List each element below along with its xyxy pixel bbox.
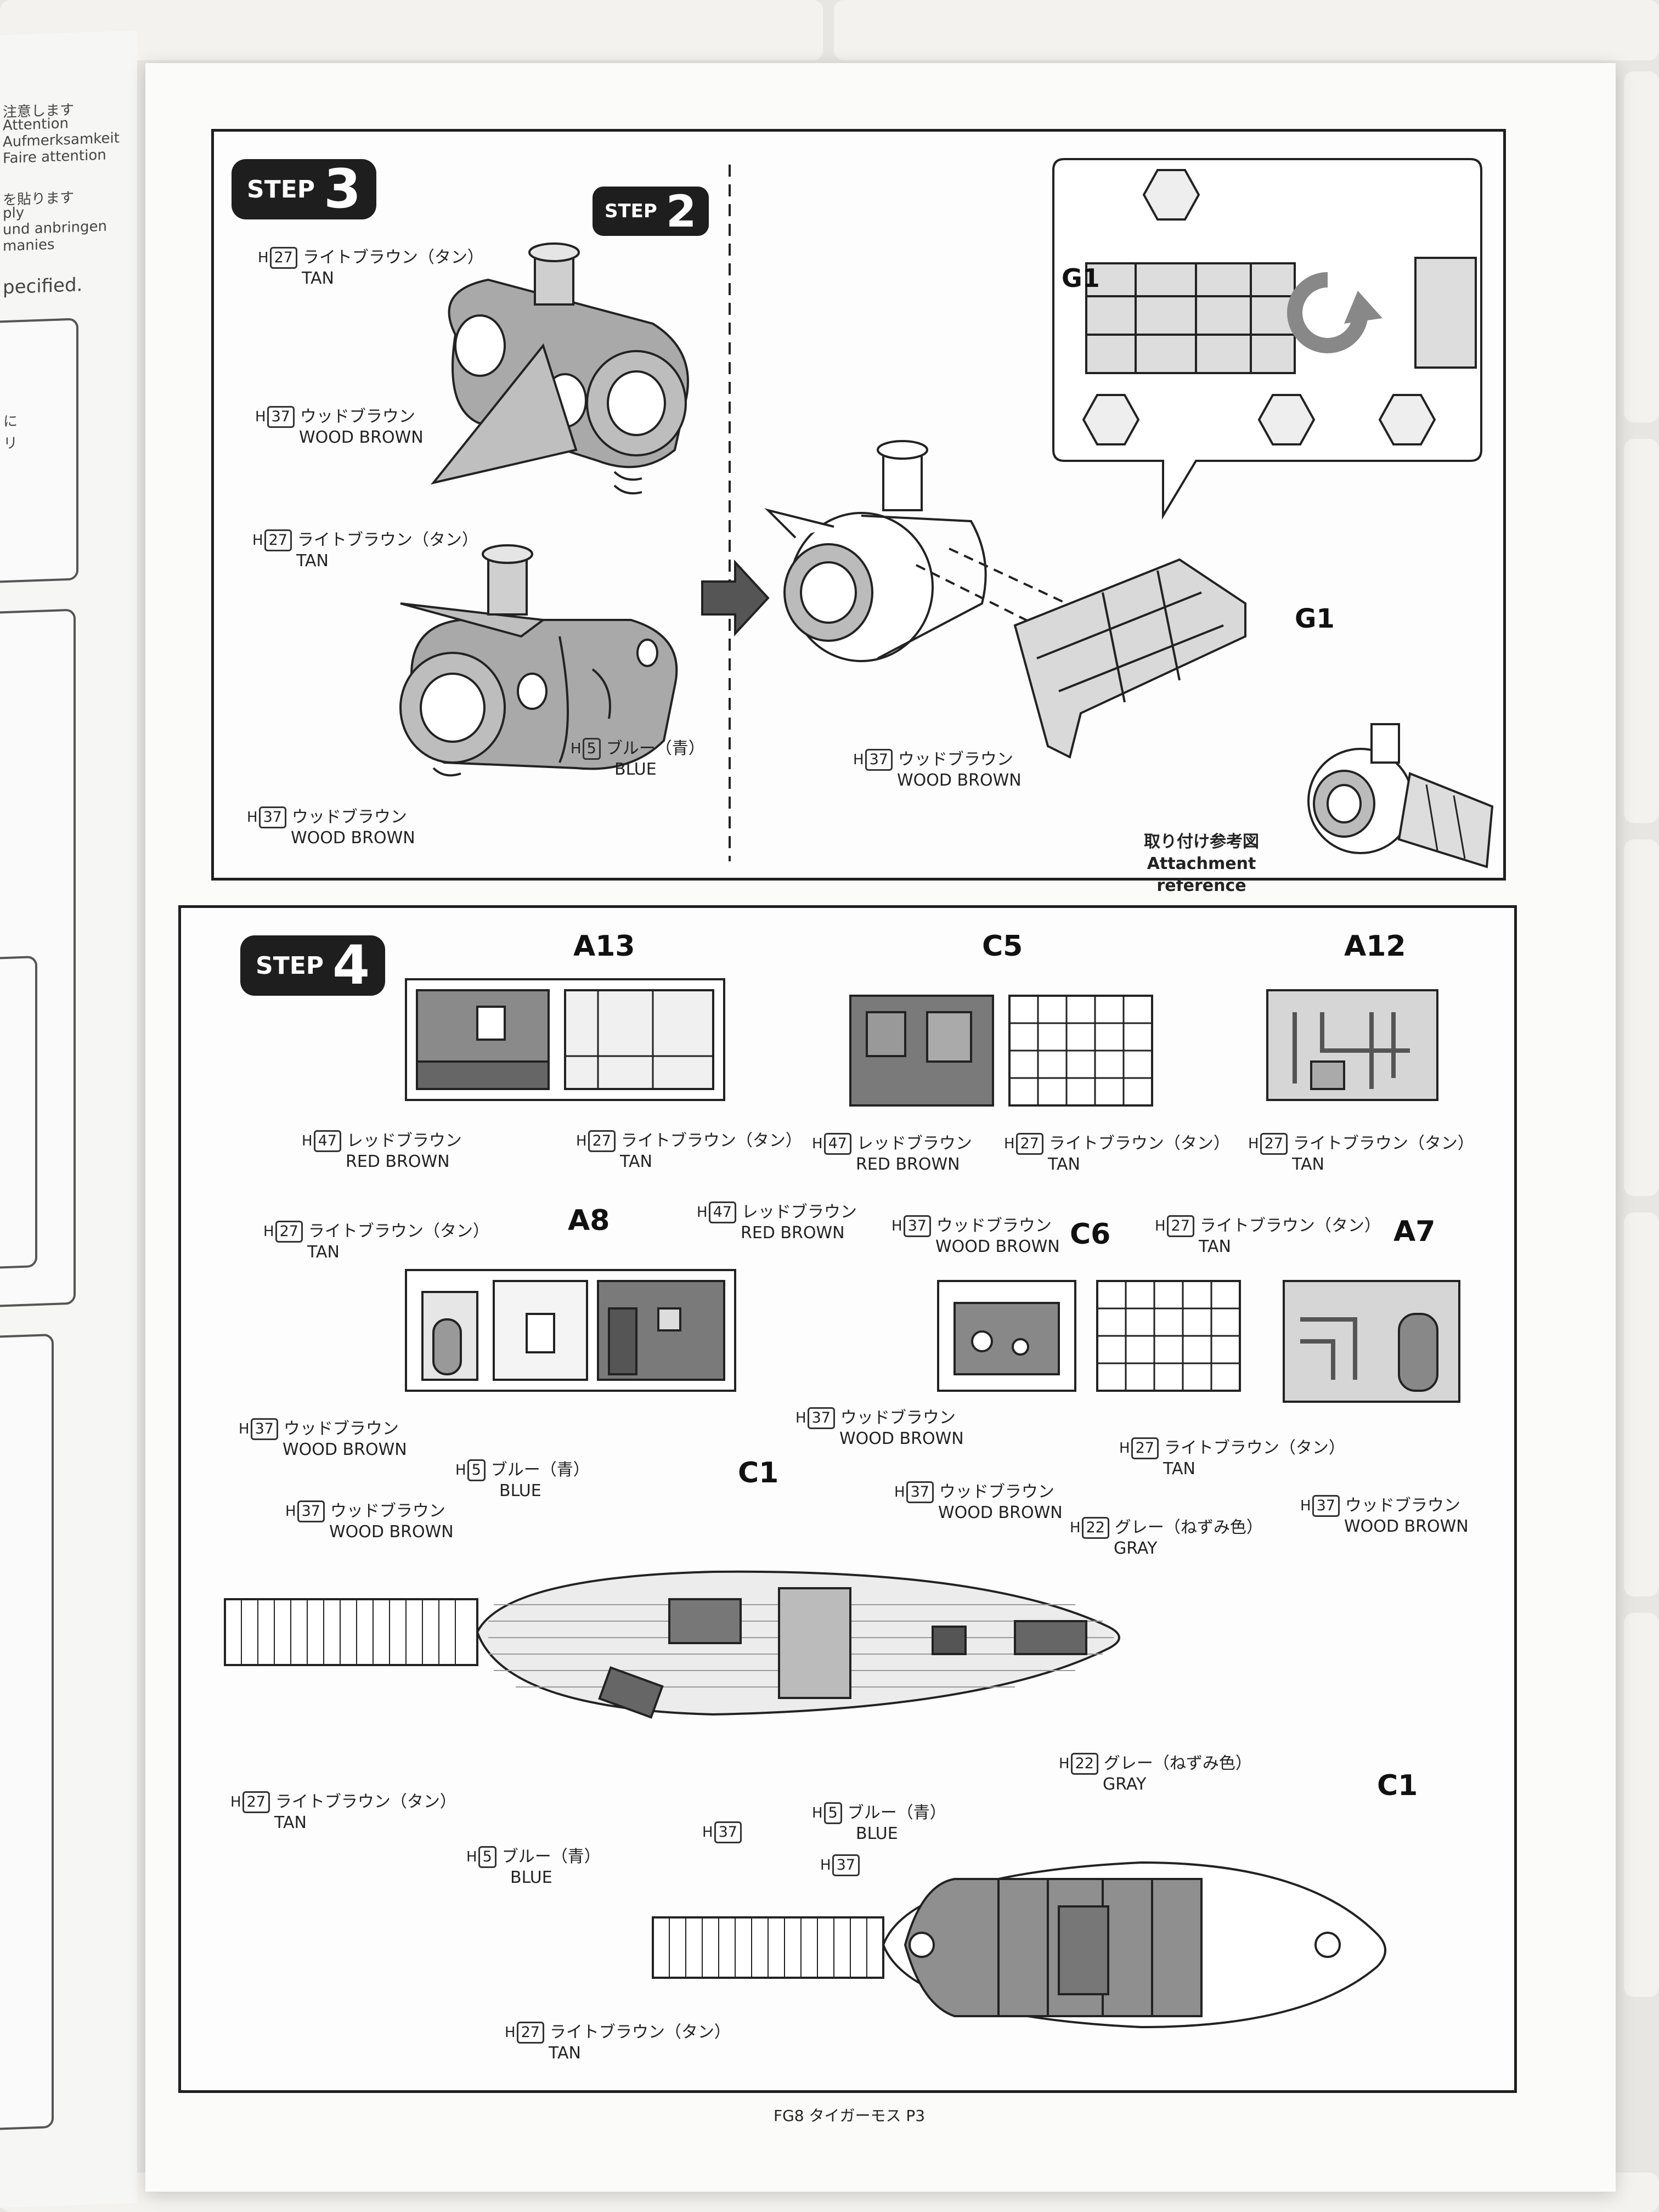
page-footer: FG8 タイガーモス P3 [774,2107,926,2125]
callout-box [1052,158,1482,520]
assembly-drawing [764,440,1246,759]
left-page-text: und anbringen [3,218,108,239]
part-a7-drawing [1283,1280,1460,1403]
left-page-text: Faire attention [3,146,106,167]
attachment-caption-jp: 取り付け参考図 [1144,832,1259,851]
left-page-text: manies [3,236,55,255]
left-page-text: リ [3,435,18,453]
part-a13-drawing [405,978,725,1101]
step-word: STEP [247,175,315,204]
part-label-c1: C1 [1377,1769,1418,1802]
attachment-caption: 取り付け参考図 Attachment reference [1108,831,1295,897]
part-label-a12: A12 [1344,930,1406,963]
step3-badge: STEP 3 [232,158,377,221]
wall-brick [1624,439,1659,823]
step-number: 3 [324,158,362,221]
cabin-upper-drawing [430,242,689,495]
left-page-box [0,955,37,1269]
arrow-right-icon [701,559,770,637]
instruction-sheet: STEP 3 STEP 2 [145,63,1616,2192]
part-a8-drawing [405,1269,736,1392]
part-label-a7: A7 [1393,1215,1436,1248]
left-page-box [0,1333,54,2131]
part-label-a8: A8 [568,1204,610,1237]
left-page-text: pecified. [3,274,83,299]
wall-brick [1624,1212,1659,1596]
cabin-lower-drawing [399,544,678,777]
part-c6-drawing [937,1280,1241,1392]
part-label-a13: A13 [573,930,635,963]
left-page-text: Attention [3,115,69,134]
part-label-c6: C6 [1070,1218,1111,1251]
deck-c1-bottom-drawing [652,1861,1386,2029]
part-label-c5: C5 [982,930,1023,963]
left-page: 注意します Attention Aufmerksamkeit Faire att… [0,30,137,2208]
step-number: 4 [332,934,370,997]
deck-c1-top-drawing [224,1570,1120,1719]
wall-brick [1624,839,1659,1196]
step4-badge: STEP 4 [240,934,386,997]
step3-panel: STEP 3 STEP 2 [211,129,1506,895]
left-page-box: に リ [0,318,78,584]
part-label-g1: G1 [1062,263,1100,293]
step-number: 2 [665,185,697,237]
part-a12-drawing [1266,989,1438,1101]
wall-brick [834,0,1659,60]
step2-badge: STEP 2 [592,185,709,237]
step4-panel: STEP 4 A13 C5 [178,905,1517,2093]
left-page-text: ply [3,204,25,222]
divider-line [729,165,731,861]
part-label-c1: C1 [738,1457,779,1489]
attachment-caption-en: Attachment reference [1147,854,1256,895]
wall-brick [1624,71,1659,422]
step-word: STEP [256,951,324,980]
part-label-g1: G1 [1295,603,1335,634]
wall-brick [1624,1613,1659,1997]
step-word: STEP [605,200,657,222]
wall-brick [0,0,823,60]
part-c5-drawing [849,995,1153,1107]
left-page-text: に [3,413,18,431]
attachment-reference-drawing [1307,723,1494,868]
